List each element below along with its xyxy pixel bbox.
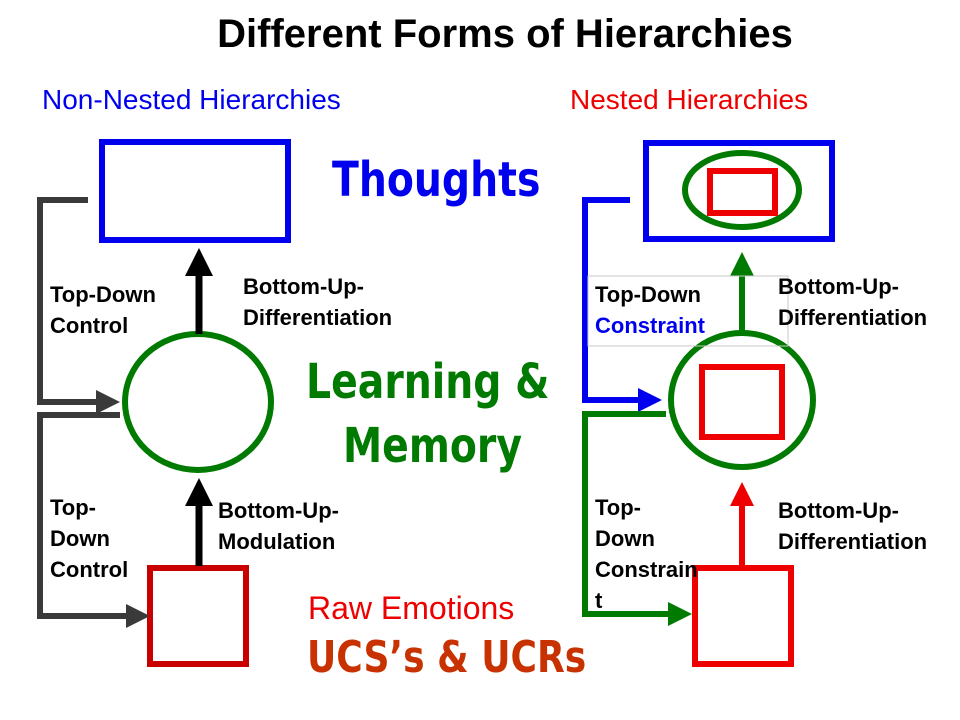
nested-lower-top-down-arrow [582, 411, 692, 626]
non-nested-heading: Non-Nested Hierarchies [42, 84, 341, 115]
nested-emotions-box [692, 565, 794, 667]
non-nested-bottom-up-modulation: Bottom-Up- Modulation [218, 498, 339, 554]
level-ucs-ucrs: UCS’s & UCRs [307, 632, 587, 683]
non-nested-emotions-box [147, 565, 249, 667]
nested-top-down-constraint-lower: Top- Down Constrain t [595, 495, 698, 613]
nested-top-down-label: Top-Down [595, 282, 701, 307]
nested-heading: Nested Hierarchies [570, 84, 809, 115]
non-nested-lower-top-down-arrow [37, 412, 150, 628]
non-nested-top-down-control-upper: Top-Down Control [50, 282, 156, 338]
page-title: Different Forms of Hierarchies [217, 12, 793, 56]
non-nested-thoughts-box [99, 139, 291, 243]
non-nested-learning-circle [122, 331, 274, 473]
nested-thoughts-inner-box [707, 168, 778, 216]
nested-thoughts-box [643, 140, 835, 242]
non-nested-upper-top-down-arrow [37, 197, 120, 414]
non-nested-top-down-control-lower: Top- Down Control [50, 495, 129, 582]
nested-thoughts-inner-circle [682, 150, 802, 230]
nested-constraint-label-outline [587, 275, 789, 347]
nested-learning-inner-box [699, 364, 785, 440]
non-nested-bottom-up-differentiation: Bottom-Up- Differentiation [243, 274, 393, 330]
nested-constraint-label: Constraint [595, 313, 705, 338]
level-raw-emotions: Raw Emotions [308, 590, 515, 626]
nested-bottom-up-differentiation-upper: Bottom-Up- Differentiation [778, 274, 928, 330]
level-thoughts: Thoughts [332, 152, 541, 208]
nested-learning-circle [668, 330, 816, 470]
level-learning-line1: Learning & [306, 354, 550, 410]
level-learning-line2: Memory [343, 418, 522, 474]
nested-bottom-up-differentiation-lower: Bottom-Up- Differentiation [778, 498, 928, 554]
nested-upper-top-down-arrow [582, 197, 662, 412]
